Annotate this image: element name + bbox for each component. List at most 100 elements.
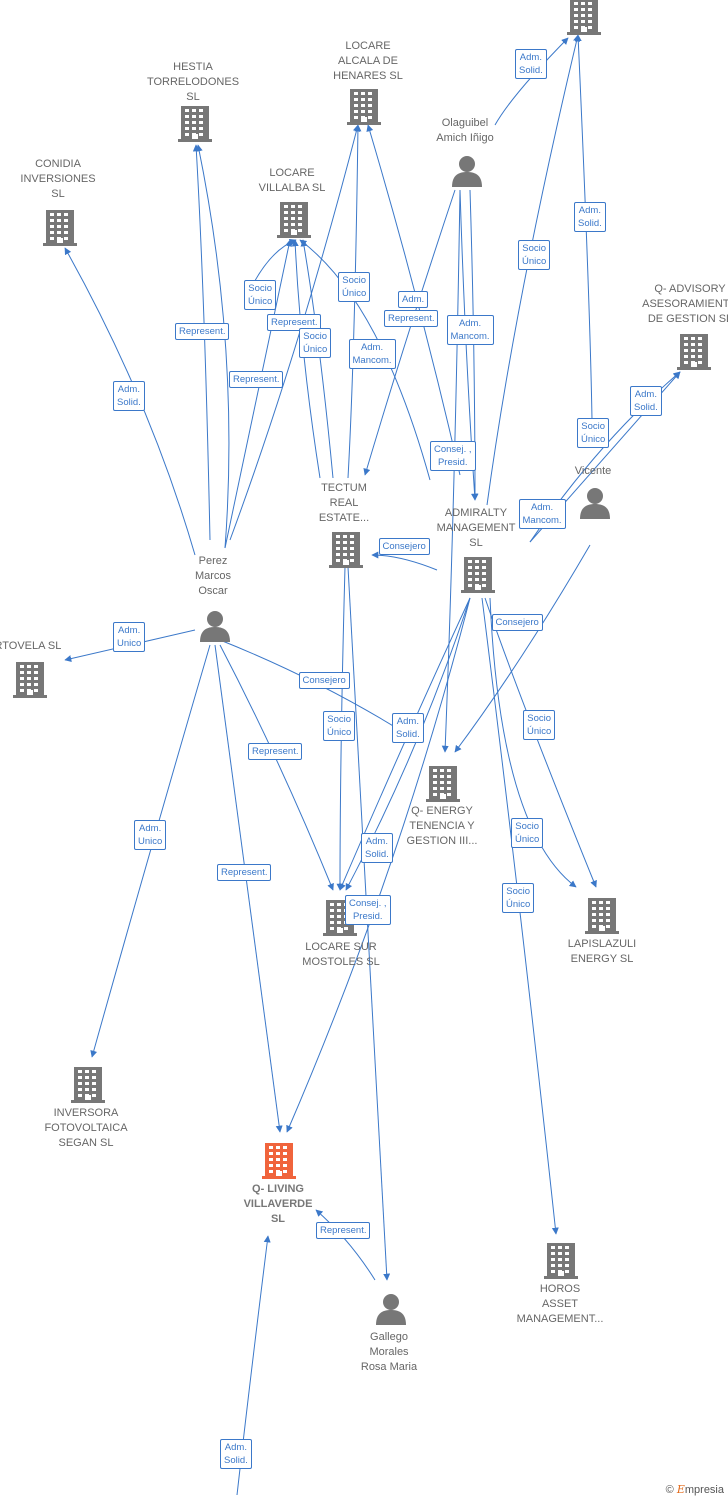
building-icon[interactable] (277, 200, 311, 243)
brand-name: mpresia (684, 1484, 724, 1496)
building-icon[interactable] (329, 530, 363, 573)
relation-badge[interactable]: Represent. (384, 309, 439, 327)
building-icon[interactable] (567, 0, 601, 40)
node-label: TECTUM REAL ESTATE... (318, 482, 370, 524)
node-inversora[interactable] (71, 1065, 105, 1108)
node-locare-alcala[interactable] (347, 87, 381, 130)
edge-0 (494, 37, 569, 126)
relation-badge[interactable]: Socio Único (577, 418, 610, 448)
edge-13 (300, 239, 334, 479)
node-vicente[interactable] (578, 484, 612, 527)
relation-badge[interactable]: Consej. , Presid. (345, 895, 391, 925)
relation-badge[interactable]: Adm. Solid. (113, 381, 145, 411)
node-label: LOCARE SUR MOSTOLES SL (302, 941, 380, 968)
relation-badge[interactable]: Represent. (316, 1221, 371, 1239)
edge-31 (286, 597, 471, 1133)
relation-badge[interactable]: Consej. , Presid. (430, 441, 476, 471)
relation-badge[interactable]: Socio Único (523, 710, 556, 740)
node-conidia[interactable] (43, 208, 77, 251)
relation-badge[interactable]: Consejero (491, 613, 543, 631)
relation-badge[interactable]: Adm. Solid. (515, 49, 547, 79)
node-hestia[interactable] (178, 104, 212, 147)
relation-badge[interactable]: Adm. Solid. (392, 713, 424, 743)
building-icon[interactable] (426, 764, 460, 807)
node-q-energy[interactable] (426, 764, 460, 807)
node-top-company[interactable] (567, 0, 601, 40)
person-icon[interactable] (198, 607, 232, 650)
node-label: CONIDIA INVERSIONES SL (20, 158, 96, 200)
building-icon[interactable] (544, 1241, 578, 1284)
relation-badge[interactable]: Socio Único (511, 818, 544, 848)
edge-20 (441, 189, 461, 753)
relation-badge[interactable]: Socio Único (338, 272, 371, 302)
node-tectum[interactable] (329, 530, 363, 573)
relation-badge[interactable]: Socio Único (518, 240, 551, 270)
node-label: LOCARE VILLALBA SL (258, 167, 326, 194)
person-icon[interactable] (374, 1290, 408, 1333)
copyright-symbol: © (665, 1484, 674, 1496)
relation-badge[interactable]: Adm. Solid. (574, 202, 606, 232)
relation-badge[interactable]: Adm. Mancom. (348, 339, 396, 369)
node-label: HOROS ASSET MANAGEMENT... (516, 1283, 604, 1325)
building-icon[interactable] (461, 555, 495, 598)
relation-badge[interactable]: Adm. Unico (113, 622, 146, 652)
edge-5 (454, 544, 591, 753)
relation-badge[interactable]: Consejero (378, 537, 430, 555)
node-label: Gallego Morales Rosa Maria (360, 1331, 418, 1373)
building-icon[interactable] (43, 208, 77, 251)
building-icon[interactable] (347, 87, 381, 130)
relation-badge[interactable]: Socio Único (299, 328, 332, 358)
relation-badge[interactable]: Adm. Mancom. (446, 315, 494, 345)
node-label: LAPISLAZULI ENERGY SL (567, 938, 637, 965)
edge-9 (229, 124, 360, 541)
node-horos[interactable] (544, 1241, 578, 1284)
edge-25 (214, 644, 283, 1133)
relation-badge[interactable]: Adm. (398, 290, 429, 308)
relation-badge[interactable]: Socio Único (244, 280, 277, 310)
person-icon[interactable] (578, 484, 612, 527)
node-olaguibel[interactable] (450, 152, 484, 195)
node-label: INVERSORA FOTOVOLTAICA SEGAN SL (44, 1107, 128, 1149)
building-icon[interactable] (677, 332, 711, 375)
person-icon[interactable] (450, 152, 484, 195)
edge-32 (481, 597, 559, 1235)
node-perez[interactable] (198, 607, 232, 650)
relation-badge[interactable]: Consejero (298, 671, 350, 689)
node-lapislazuli[interactable] (585, 896, 619, 939)
node-label: ADMIRALTY MANAGEMENT SL (436, 507, 516, 549)
edge-21 (371, 551, 438, 571)
relation-badge[interactable]: Represent. (175, 322, 230, 340)
relation-badge[interactable]: Socio Único (323, 711, 356, 741)
edge-17 (363, 189, 456, 476)
relation-badge[interactable]: Represent. (217, 863, 272, 881)
node-label: Q- ENERGY TENENCIA Y GESTION III... (406, 805, 478, 847)
node-portovela[interactable] (13, 660, 47, 703)
relation-badge[interactable]: Represent. (267, 313, 322, 331)
edge-2 (486, 34, 580, 506)
node-label: Olaguibel Amich Iñigo (436, 117, 494, 144)
edge-15 (299, 239, 431, 481)
relation-badge[interactable]: Socio Único (502, 883, 535, 913)
relation-badge[interactable]: Adm. Unico (134, 820, 167, 850)
relation-badge[interactable]: Adm. Solid. (220, 1439, 252, 1469)
relation-badge[interactable]: Represent. (229, 370, 284, 388)
node-q-living[interactable] (262, 1141, 296, 1184)
node-q-advisory[interactable] (677, 332, 711, 375)
relation-badge[interactable]: Represent. (248, 742, 303, 760)
building-icon[interactable] (178, 104, 212, 147)
node-admiralty[interactable] (461, 555, 495, 598)
building-icon[interactable] (585, 896, 619, 939)
building-icon[interactable] (262, 1141, 296, 1184)
building-icon[interactable] (71, 1065, 105, 1108)
edge-14 (347, 124, 362, 479)
edge-7 (192, 144, 211, 541)
edge-34 (489, 597, 577, 888)
node-gallego[interactable] (374, 1290, 408, 1333)
building-icon[interactable] (13, 660, 47, 703)
relation-badge[interactable]: Adm. Mancom. (518, 499, 566, 529)
relation-badge[interactable]: Adm. Solid. (630, 386, 662, 416)
node-locare-villalba[interactable] (277, 200, 311, 243)
relation-badge[interactable]: Adm. Solid. (361, 833, 393, 863)
